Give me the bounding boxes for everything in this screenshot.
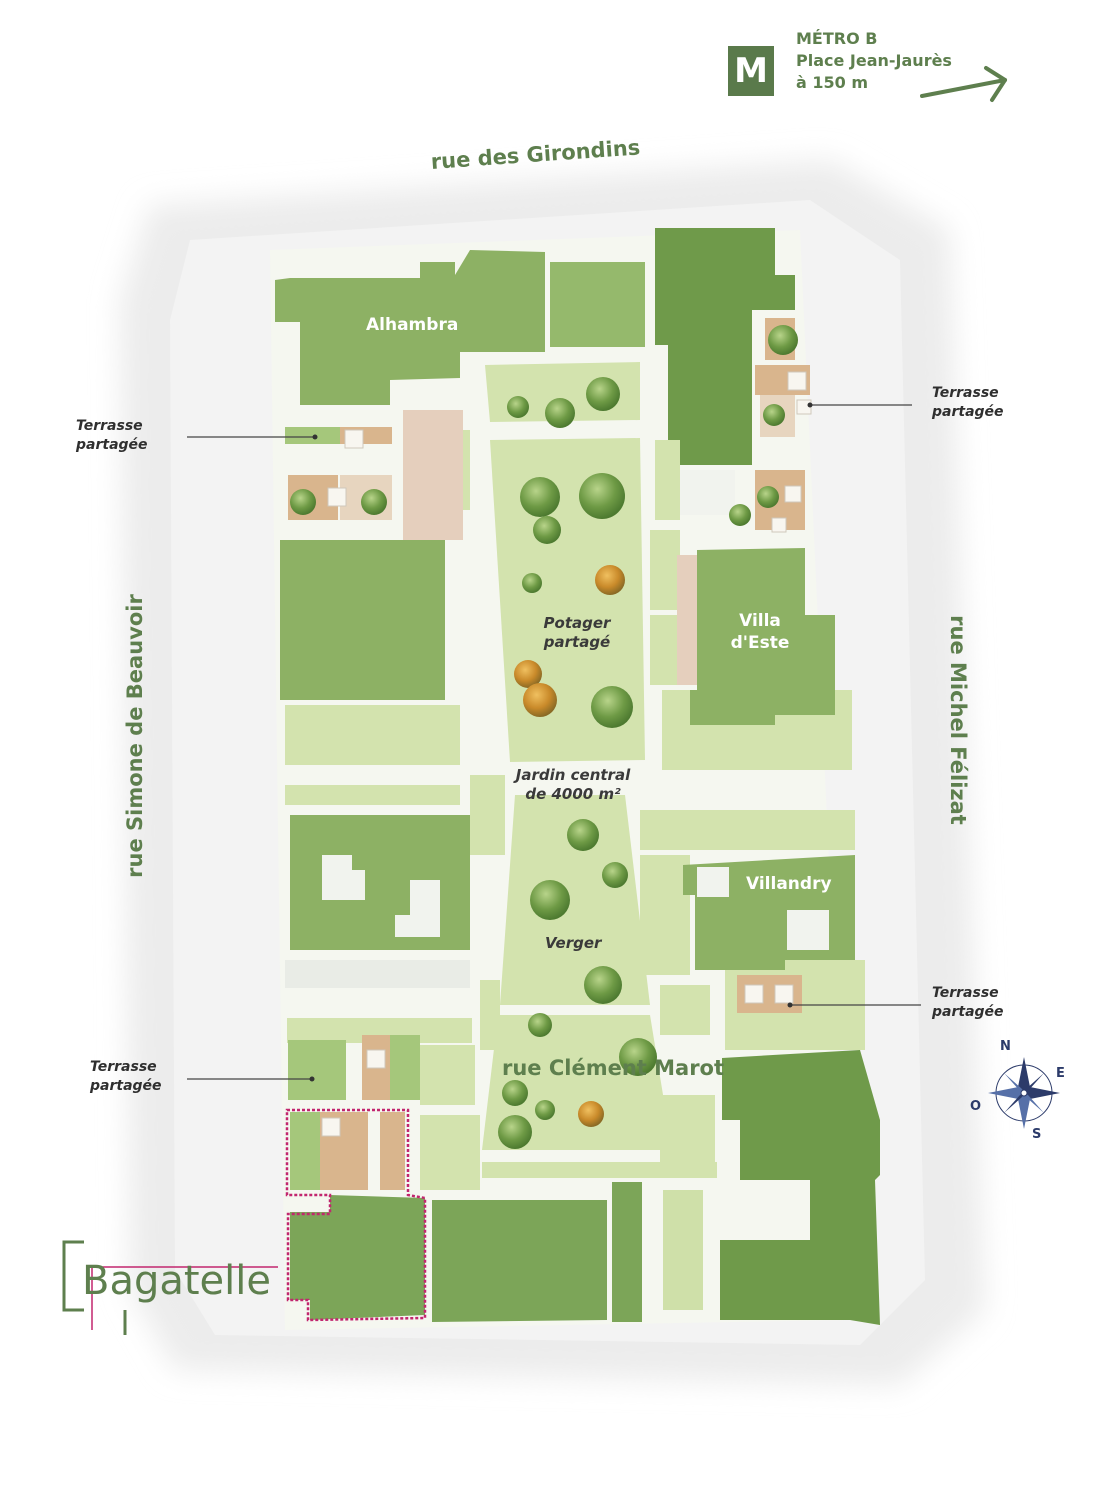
- metro-arrow-icon: [920, 66, 1007, 102]
- metro-line-icon: M: [728, 46, 774, 96]
- building-w2: [290, 815, 470, 950]
- compass-east: E: [1056, 1066, 1065, 1081]
- building-label-villandry: Villandry: [746, 874, 832, 894]
- bagatelle-leader-line: [91, 1266, 278, 1330]
- terrace-leader-dots: [309, 402, 813, 1082]
- terrace-label-ne: Terrasse partagée: [932, 385, 1004, 420]
- metro-info: MÉTRO B Place Jean-Jaurès à 150 m: [796, 28, 952, 94]
- compass-west: O: [970, 1099, 982, 1114]
- compass-north: N: [1000, 1039, 1011, 1054]
- terrace-label-sw: Terrasse partagée: [90, 1059, 162, 1094]
- metro-distance: à 150 m: [796, 73, 869, 92]
- bagatelle-highlight-outline: [285, 1108, 427, 1322]
- terrace-label-e: Terrasse partagée: [932, 985, 1004, 1020]
- compass-south: S: [1032, 1127, 1042, 1142]
- street-west-label: rue Simone de Beauvoir: [123, 594, 147, 878]
- parasols: [321, 371, 812, 1137]
- building-bagatelle: [290, 1195, 425, 1320]
- building-villa-este: [690, 548, 835, 725]
- metro-station: Place Jean-Jaurès: [796, 51, 952, 70]
- garden-label-central: Jardin central de 4000 m²: [515, 766, 631, 803]
- compass-rose-icon: [988, 1057, 1060, 1129]
- building-s-narrow: [612, 1182, 642, 1322]
- bagatelle-logo: Bagatelle: [82, 1258, 271, 1304]
- building-ne: [655, 228, 795, 465]
- terrace-leaders: [187, 404, 921, 1080]
- roof-courtyards: [322, 470, 829, 950]
- building-s-light: [663, 1190, 703, 1310]
- building-s-mid: [432, 1200, 607, 1322]
- street-east-label: rue Michel Félizat: [946, 615, 970, 825]
- building-label-villa-este: Villa d'Este: [730, 611, 790, 653]
- building-se: [720, 1050, 880, 1325]
- logo-bracket-icon: [62, 1240, 127, 1335]
- paving: [285, 410, 697, 988]
- metro-line: MÉTRO B: [796, 29, 878, 48]
- building-alhambra: [275, 250, 545, 405]
- trees: [290, 325, 798, 1149]
- garden-label-potager: Potager partagé: [543, 614, 611, 651]
- street-south-label: rue Clément Marot: [502, 1056, 725, 1080]
- building-label-alhambra: Alhambra: [366, 315, 459, 335]
- garden-label-verger: Verger: [545, 934, 602, 952]
- terrace-label-nw: Terrasse partagée: [76, 418, 148, 453]
- building-n-small: [550, 262, 645, 347]
- building-w1: [280, 540, 445, 700]
